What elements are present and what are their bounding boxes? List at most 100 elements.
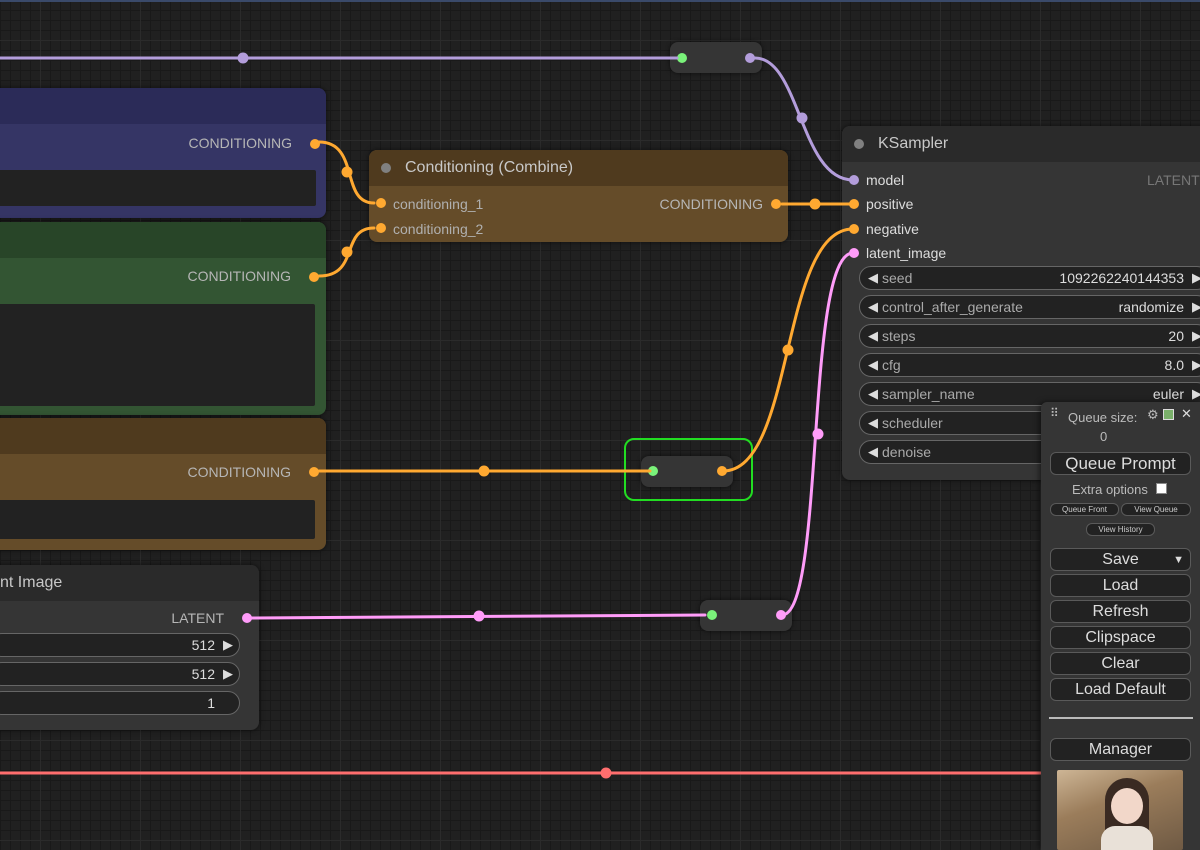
increment-arrow-icon[interactable]: ▶ <box>1192 357 1200 372</box>
output-port-conditioning[interactable] <box>310 139 320 149</box>
drag-handle-icon[interactable]: ⠿ <box>1050 406 1059 420</box>
thumbnail-image <box>1057 770 1183 850</box>
increment-arrow-icon[interactable]: ▶ <box>223 666 233 681</box>
prompt-text-area[interactable] <box>0 304 315 406</box>
ksampler-node[interactable]: KSampler model LATENT positive negative … <box>842 126 1200 480</box>
latent-image-node[interactable]: nt Image LATENT 512▶ 512▶ 1▶ <box>0 565 259 730</box>
link-midpoint <box>796 112 808 124</box>
widget-name: control_after_generate <box>882 299 1023 315</box>
load-default-button[interactable]: Load Default <box>1050 678 1191 701</box>
queue-front-button[interactable]: Queue Front <box>1050 503 1119 516</box>
seed-widget[interactable]: ◀ seed 1092262240144353 ▶ <box>859 266 1200 290</box>
widget-name: denoise <box>882 444 932 460</box>
increment-arrow-icon[interactable]: ▶ <box>1192 299 1200 314</box>
node-title: Conditioning (Combine) <box>405 159 574 176</box>
widget-value: euler <box>1152 386 1184 402</box>
gear-icon[interactable]: ⚙ <box>1147 407 1159 422</box>
reroute-model[interactable] <box>670 42 762 73</box>
decrement-arrow-icon[interactable]: ◀ <box>868 357 878 372</box>
prompt-text-area[interactable] <box>0 170 316 206</box>
positive-prompt-node[interactable]: CONDITIONING <box>0 88 326 218</box>
widget-value: 20 <box>1168 328 1184 344</box>
increment-arrow-icon[interactable]: ▶ <box>1192 386 1200 401</box>
height-value: 512 <box>191 666 215 682</box>
increment-arrow-icon[interactable]: ▶ <box>223 637 233 652</box>
decrement-arrow-icon[interactable]: ◀ <box>868 415 878 430</box>
node-title-bar[interactable] <box>0 418 326 454</box>
decrement-arrow-icon[interactable]: ◀ <box>868 386 878 401</box>
panel-divider <box>1049 717 1193 719</box>
widget-value: randomize <box>1118 299 1184 315</box>
collapse-dot-icon[interactable] <box>854 139 864 149</box>
input-label-negative: negative <box>866 221 919 237</box>
chevron-down-icon[interactable]: ▼ <box>1173 553 1184 566</box>
node-title-bar[interactable]: nt Image <box>0 565 259 601</box>
node-title-bar[interactable]: KSampler <box>842 126 1200 162</box>
output-port-conditioning[interactable] <box>309 272 319 282</box>
collapse-dot-icon[interactable] <box>381 163 391 173</box>
widget-value: 1092262240144353 <box>1059 270 1184 286</box>
node-title-bar[interactable] <box>0 88 326 124</box>
node-title: nt Image <box>0 574 63 591</box>
batch-size-value: 1 <box>207 695 215 711</box>
decrement-arrow-icon[interactable]: ◀ <box>868 270 878 285</box>
save-button[interactable]: Save ▼ <box>1050 548 1191 571</box>
queue-prompt-button[interactable]: Queue Prompt <box>1050 452 1191 475</box>
clipspace-button[interactable]: Clipspace <box>1050 626 1191 649</box>
increment-arrow-icon[interactable]: ▶ <box>1192 270 1200 285</box>
prompt-text-area[interactable] <box>0 500 315 539</box>
increment-arrow-icon[interactable]: ▶ <box>1192 328 1200 343</box>
canvas-top-border <box>0 0 1200 2</box>
width-widget[interactable]: 512▶ <box>0 633 240 657</box>
batch-size-widget[interactable]: 1▶ <box>0 691 240 715</box>
input-label-conditioning-2: conditioning_2 <box>393 221 484 237</box>
input-port-conditioning-1[interactable] <box>376 198 386 208</box>
close-icon[interactable]: ✕ <box>1181 406 1192 421</box>
reroute-input-port[interactable] <box>677 53 687 63</box>
queue-menu-panel[interactable]: ⠿ Queue size: ⚙ ✕ 0 Queue Prompt Extra o… <box>1041 402 1200 850</box>
reroute-output-port[interactable] <box>745 53 755 63</box>
view-queue-button[interactable]: View Queue <box>1121 503 1191 516</box>
input-port-conditioning-2[interactable] <box>376 223 386 233</box>
node-title-bar[interactable]: Conditioning (Combine) <box>369 150 788 186</box>
image-icon[interactable] <box>1163 409 1174 420</box>
decrement-arrow-icon[interactable]: ◀ <box>868 444 878 459</box>
refresh-button[interactable]: Refresh <box>1050 600 1191 623</box>
link-midpoint <box>600 767 612 779</box>
third-prompt-node[interactable]: CONDITIONING <box>0 418 326 550</box>
load-button[interactable]: Load <box>1050 574 1191 597</box>
decrement-arrow-icon[interactable]: ◀ <box>868 328 878 343</box>
link-midpoint <box>473 610 485 622</box>
widget-name: scheduler <box>882 415 943 431</box>
output-label-conditioning: CONDITIONING <box>188 135 292 151</box>
widget-name: seed <box>882 270 913 286</box>
reroute-input-port[interactable] <box>707 610 717 620</box>
clear-button[interactable]: Clear <box>1050 652 1191 675</box>
link-midpoint <box>341 166 353 178</box>
link-midpoint <box>809 198 821 210</box>
widget-name: sampler_name <box>882 386 975 402</box>
control-after-generate-widget[interactable]: ◀ control_after_generate randomize ▶ <box>859 295 1200 319</box>
output-label-conditioning: CONDITIONING <box>187 464 291 480</box>
output-port-conditioning[interactable] <box>771 199 781 209</box>
thumbnail-face <box>1111 788 1143 824</box>
view-history-button[interactable]: View History <box>1086 523 1155 536</box>
input-label-model: model <box>866 172 905 188</box>
negative-prompt-node[interactable]: CONDITIONING <box>0 222 326 415</box>
output-port-conditioning[interactable] <box>309 467 319 477</box>
node-title-bar[interactable] <box>0 222 326 258</box>
link-midpoint <box>341 246 353 258</box>
extra-options-checkbox[interactable] <box>1156 483 1167 494</box>
input-label-conditioning-1: conditioning_1 <box>393 196 484 212</box>
reroute-negative[interactable] <box>641 456 733 487</box>
decrement-arrow-icon[interactable]: ◀ <box>868 299 878 314</box>
conditioning-combine-node[interactable]: Conditioning (Combine) conditioning_1 co… <box>369 150 788 242</box>
output-label-conditioning: CONDITIONING <box>187 268 291 284</box>
output-port-latent[interactable] <box>242 613 252 623</box>
manager-button[interactable]: Manager <box>1050 738 1191 761</box>
height-widget[interactable]: 512 ▶ <box>0 662 240 686</box>
reroute-input-port[interactable] <box>648 466 658 476</box>
